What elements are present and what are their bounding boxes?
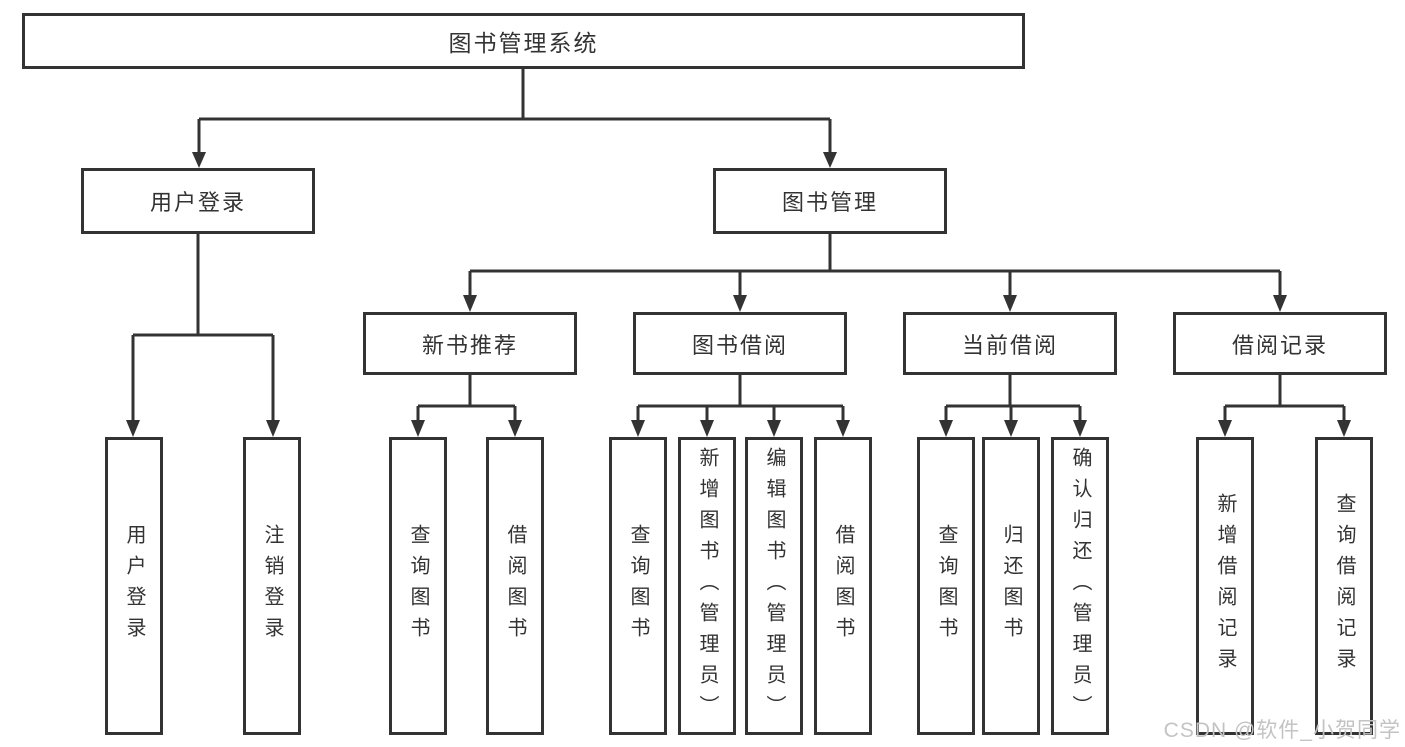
leaf-query-books-borrow: 查询图书 — [609, 437, 667, 735]
leaf-query-borrow-record: 查询借阅记录 — [1315, 437, 1373, 735]
node-current-borrow: 当前借阅 — [903, 312, 1117, 375]
leaf-add-borrow-record: 新增借阅记录 — [1196, 437, 1254, 735]
leaf-borrow-books: 借阅图书 — [814, 437, 872, 735]
leaf-edit-books-admin-label: 编辑图书（管理员） — [763, 446, 785, 726]
leaf-logout: 注销登录 — [243, 437, 301, 735]
leaf-borrow-books-recommend-label: 借阅图书 — [504, 524, 526, 648]
leaf-confirm-return-admin: 确认归还（管理员） — [1051, 437, 1109, 735]
leaf-borrow-books-label: 借阅图书 — [832, 524, 854, 648]
leaf-logout-label: 注销登录 — [261, 524, 283, 648]
leaf-add-books-admin: 新增图书（管理员） — [678, 437, 736, 735]
node-book-management: 图书管理 — [713, 168, 947, 234]
leaf-query-books-borrow-label: 查询图书 — [627, 524, 649, 648]
leaf-query-books-recommend-label: 查询图书 — [407, 524, 429, 648]
leaf-query-books-recommend: 查询图书 — [389, 437, 447, 735]
node-borrow-records: 借阅记录 — [1173, 312, 1387, 375]
leaf-query-books-current: 查询图书 — [917, 437, 975, 735]
leaf-query-borrow-record-label: 查询借阅记录 — [1333, 493, 1355, 679]
watermark: CSDN @软件_小贺同学 — [1163, 719, 1401, 742]
node-user-login: 用户登录 — [81, 168, 315, 234]
leaf-edit-books-admin: 编辑图书（管理员） — [745, 437, 803, 735]
leaf-confirm-return-admin-label: 确认归还（管理员） — [1069, 446, 1091, 726]
leaf-user-login-label: 用户登录 — [123, 524, 145, 648]
leaf-user-login: 用户登录 — [105, 437, 163, 735]
leaf-return-books: 归还图书 — [982, 437, 1040, 735]
leaf-add-borrow-record-label: 新增借阅记录 — [1214, 493, 1236, 679]
leaf-add-books-admin-label: 新增图书（管理员） — [696, 446, 718, 726]
node-book-borrow: 图书借阅 — [633, 312, 847, 375]
node-new-book-recommend: 新书推荐 — [363, 312, 577, 375]
leaf-query-books-current-label: 查询图书 — [935, 524, 957, 648]
node-root: 图书管理系统 — [22, 13, 1025, 69]
leaf-return-books-label: 归还图书 — [1000, 524, 1022, 648]
leaf-borrow-books-recommend: 借阅图书 — [486, 437, 544, 735]
